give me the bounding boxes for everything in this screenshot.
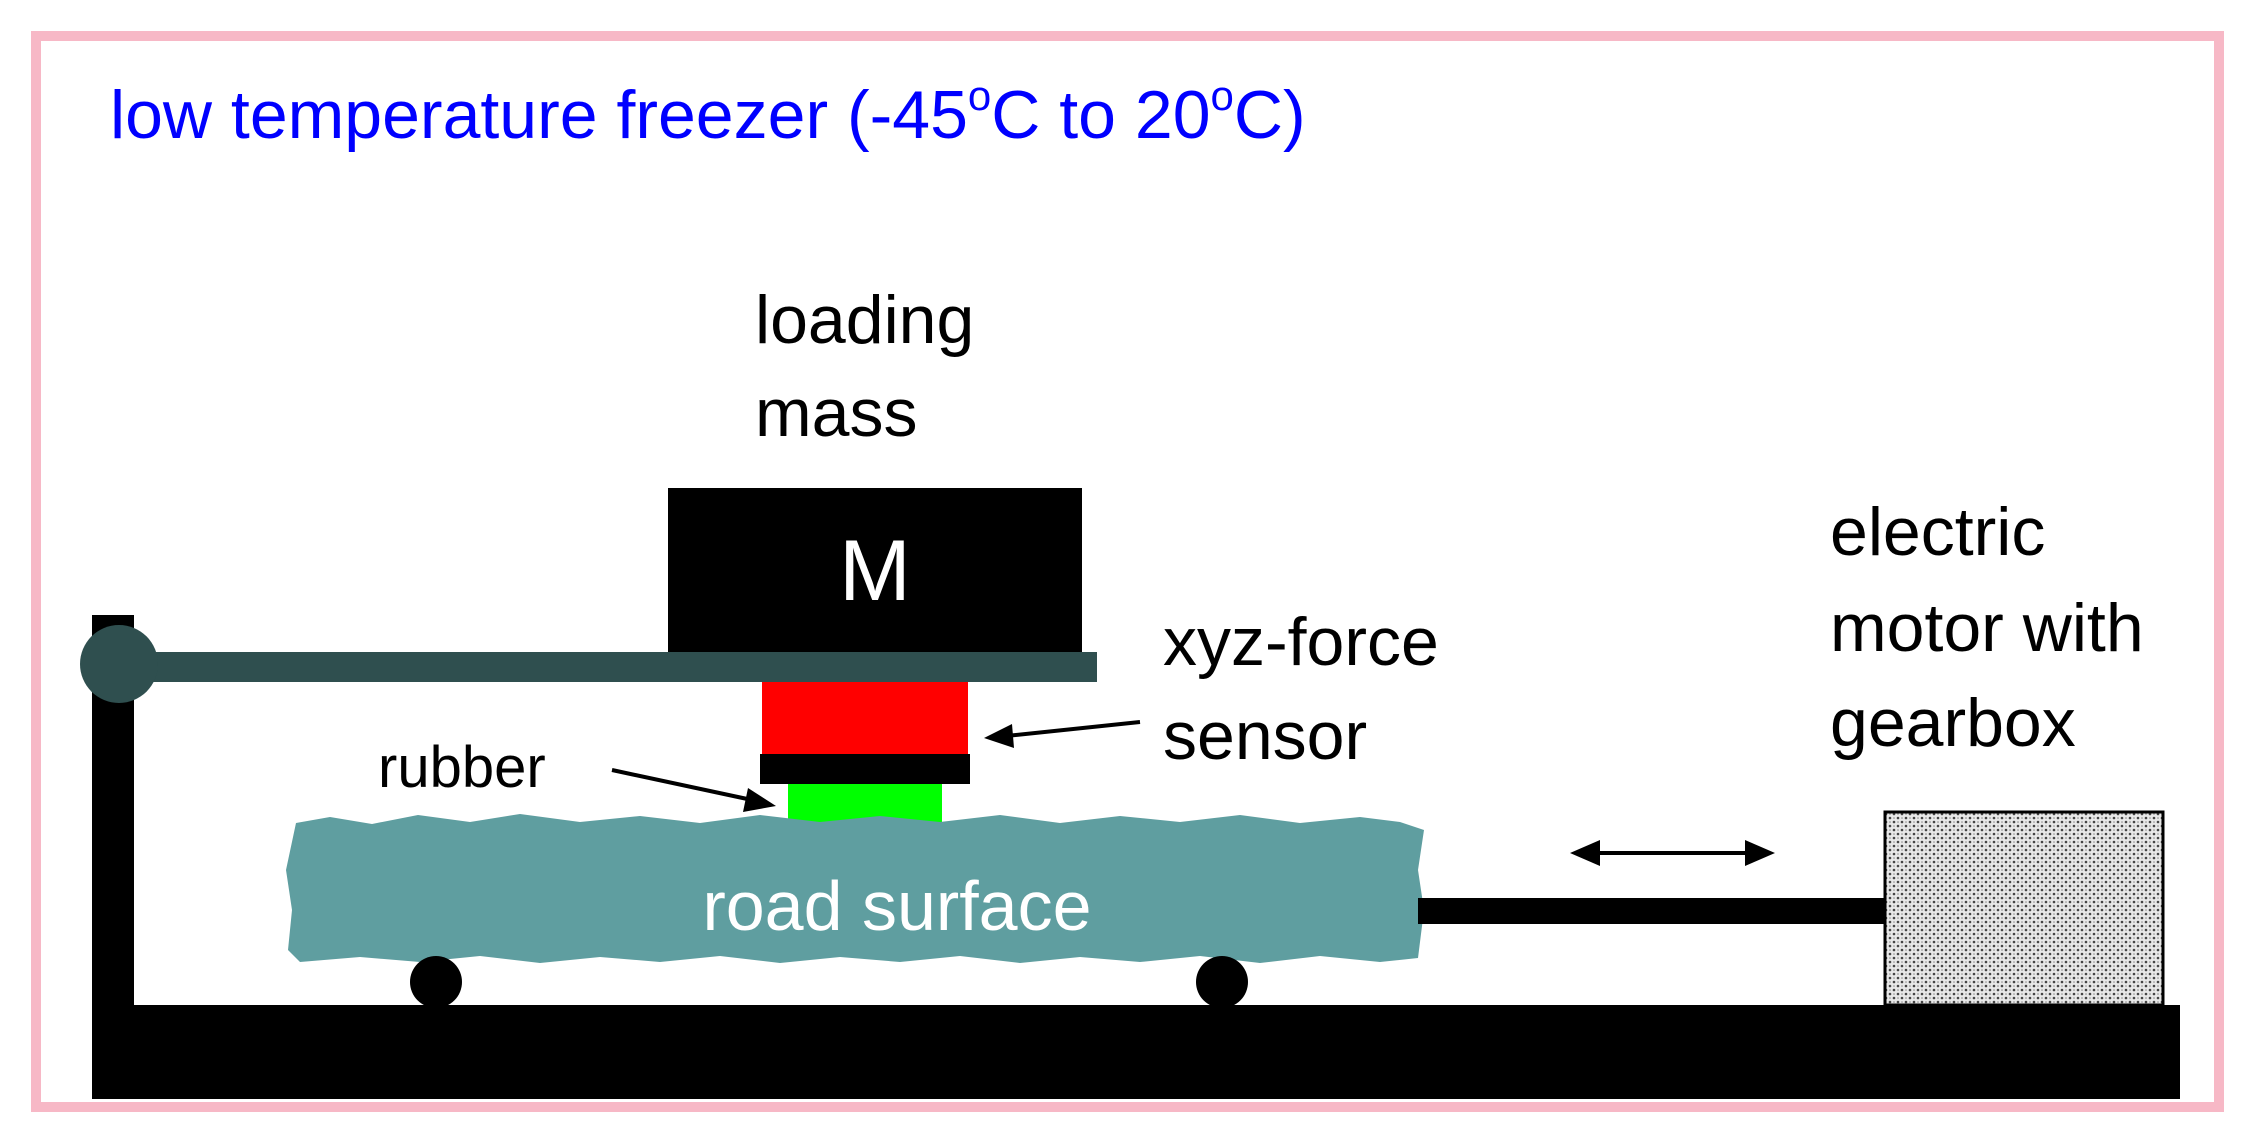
freezer-title: low temperature freezer (-45oC to 20oC) <box>110 72 1306 153</box>
motor-gearbox-box <box>1883 810 2165 1007</box>
lever-arm <box>115 652 1097 682</box>
motion-arrow-head-right <box>1745 840 1775 866</box>
rubber-label: rubber <box>378 735 546 800</box>
loading-mass-block <box>668 488 1082 652</box>
road-surface-label: road surface <box>702 867 1091 945</box>
drive-rod <box>1418 898 1890 924</box>
sensor-base-plate <box>760 754 970 784</box>
rubber-pointer-arrow <box>611 768 753 802</box>
lever-pivot <box>80 625 158 703</box>
base-platform <box>92 1005 2180 1099</box>
freezer-boundary-frame <box>31 31 2224 1112</box>
wheel-left <box>410 956 462 1008</box>
wheel-right <box>1196 956 1248 1008</box>
rubber-pointer-head <box>743 788 776 812</box>
road-surface-slab <box>286 814 1424 963</box>
electric-motor-label: electric motor with gearbox <box>1830 494 2163 761</box>
sensor-pointer-head <box>984 724 1014 748</box>
mass-symbol: M <box>839 523 911 619</box>
motion-arrow-head-left <box>1570 840 1600 866</box>
sensor-pointer-arrow <box>1005 720 1141 738</box>
force-sensor-label: xyz-force sensor <box>1163 604 1458 774</box>
loading-mass-label: loading mass <box>755 282 993 451</box>
xyz-force-sensor-block <box>762 682 968 754</box>
